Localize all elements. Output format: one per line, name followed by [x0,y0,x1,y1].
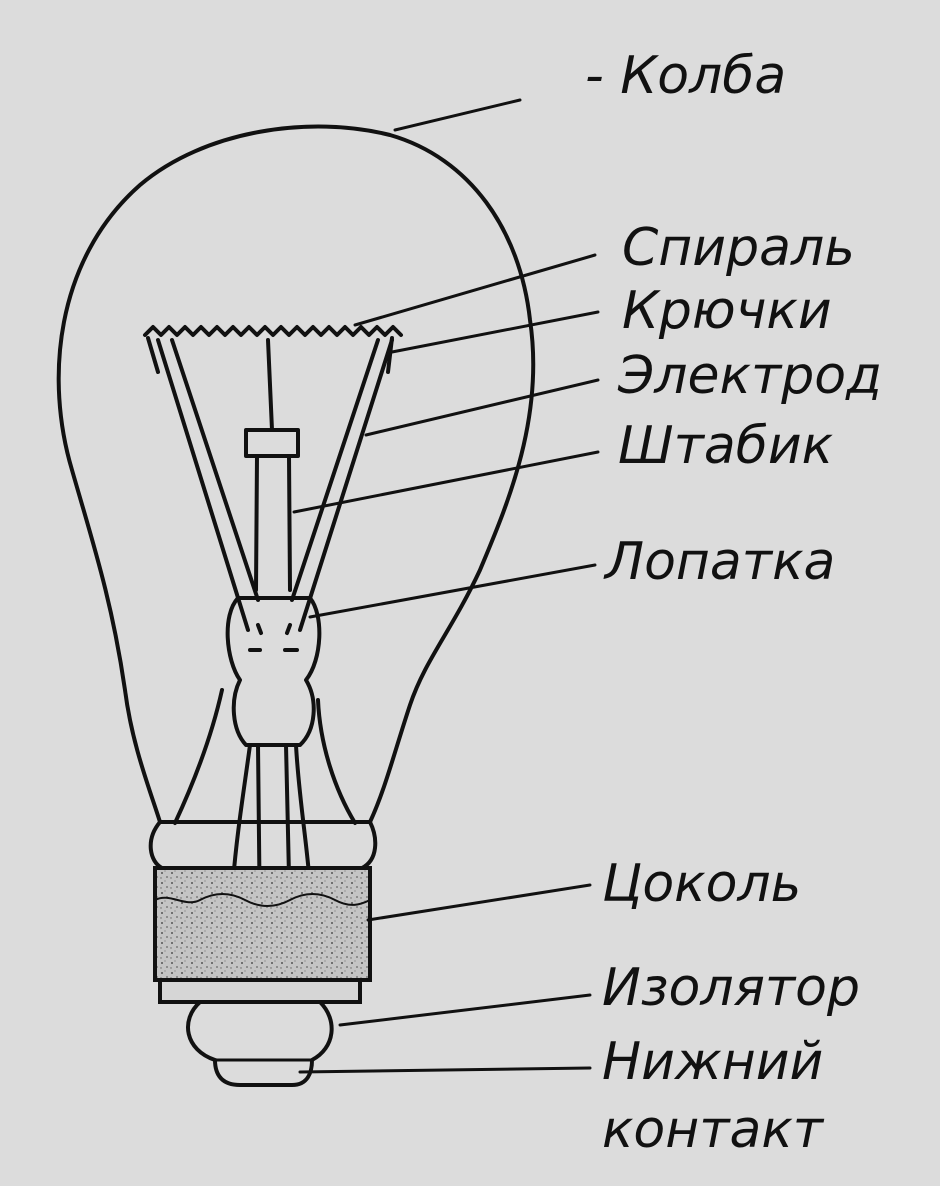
leader-kryuchki [390,310,600,354]
leader-kolba [393,98,522,132]
bulb-neck-right [316,698,357,825]
label-elektrod: Электрод [618,346,883,406]
label-spiral: Спираль [622,218,855,278]
base-body [153,866,372,982]
label-shtabik: Штабик [618,416,834,476]
rod-cap [244,428,300,458]
electrode-left [156,338,250,632]
label-tsokol: Цоколь [602,854,802,914]
rod-left [254,454,259,592]
label-kolba: - Колба [585,46,787,106]
label-kryuchki: Крючки [622,281,832,341]
label-nizhniy: Нижний [602,1032,824,1092]
hook-left [146,336,160,374]
centre-wire [266,338,274,432]
leader-spiral [353,253,597,327]
electrode-right [298,338,394,632]
label-lopatka: Лопатка [605,532,836,592]
filament-coil [143,325,403,337]
stem-press [225,596,322,747]
leader-lopatka [308,563,597,619]
label-kontakt: контакт [602,1100,824,1160]
rod-right [287,454,292,592]
leader-kontakt [298,1066,592,1074]
insulator [158,978,362,1004]
bulb-neck-left [173,688,224,825]
leader-elektrod [364,378,600,437]
base-thread-line [154,893,371,907]
bottom-contact [186,1000,334,1087]
label-izolyator: Изолятор [602,958,860,1018]
leader-izolyator [338,993,592,1027]
electrode-inner-left [170,338,260,602]
stem-mark-2 [256,623,292,635]
bulb-glass [56,124,536,824]
leader-tsokol [366,883,592,922]
base-thread-top [148,820,378,870]
leader-shtabik [292,450,600,514]
electrode-inner-right [290,338,380,602]
